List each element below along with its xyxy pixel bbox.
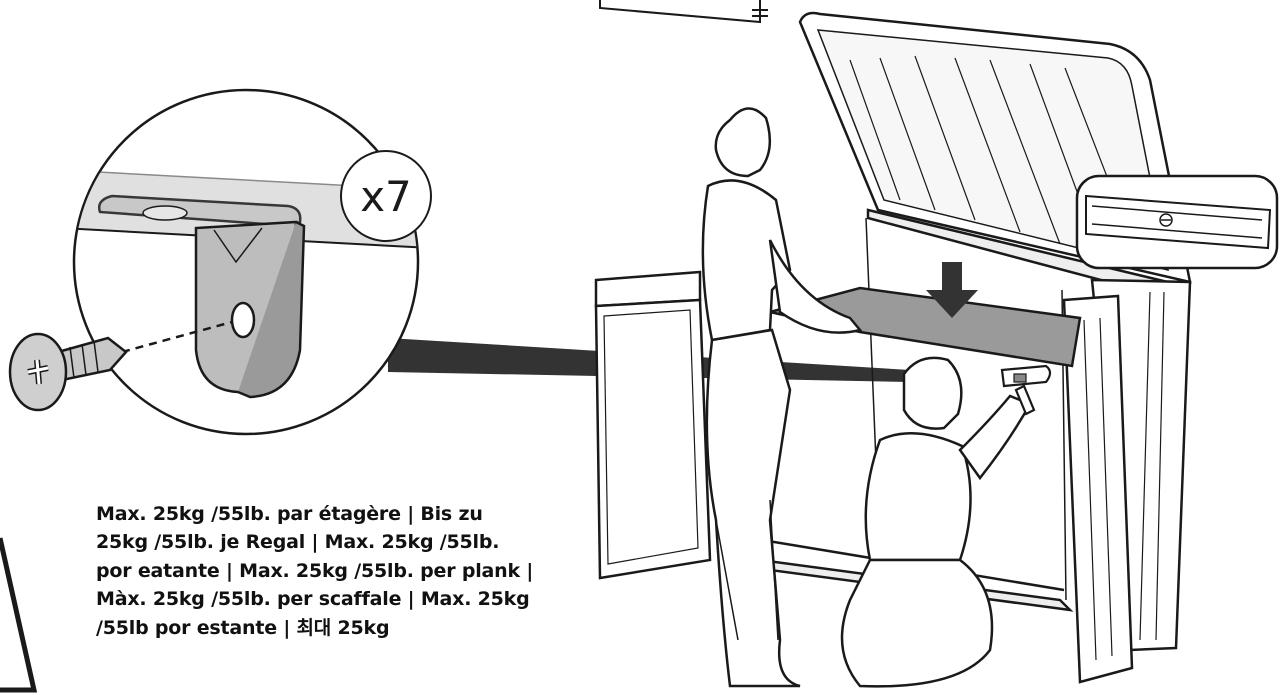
top-fragment bbox=[600, 0, 768, 22]
caption-line: /55lb por estante | 최대 25kg bbox=[96, 614, 516, 642]
quantity-badge: x7 bbox=[340, 150, 432, 242]
caption-line: Max. 25kg /55lb. par étagère | Bis zu bbox=[96, 500, 516, 528]
standing-person bbox=[703, 108, 860, 686]
caption-line: Màx. 25kg /55lb. per scaffale | Max. 25k… bbox=[96, 585, 516, 613]
shelf-rail-icon bbox=[1077, 176, 1277, 268]
caption-line: por eatante | Max. 25kg /55lb. per plank… bbox=[96, 557, 516, 585]
load-limit-caption: Max. 25kg /55lb. par étagère | Bis zu 25… bbox=[96, 500, 516, 642]
zoom-detail-circle bbox=[60, 90, 430, 434]
warning-triangle-icon bbox=[0, 538, 34, 690]
screw-icon bbox=[10, 334, 126, 410]
kneeling-person bbox=[842, 358, 1030, 686]
caption-line: 25kg /55lb. je Regal | Max. 25kg /55lb. bbox=[96, 528, 516, 556]
